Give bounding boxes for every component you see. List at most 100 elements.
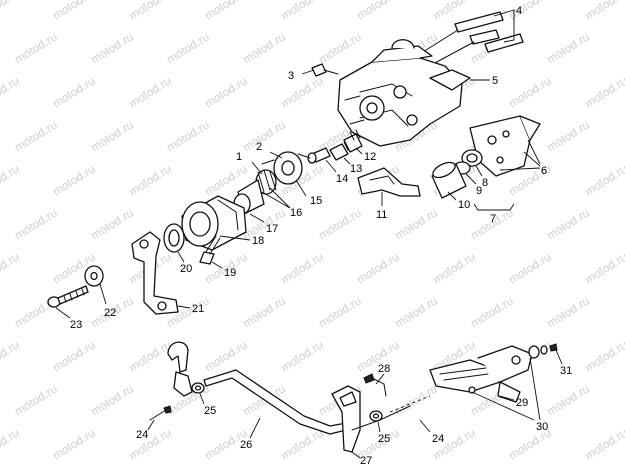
watermark-text: motod.ru xyxy=(468,294,516,331)
watermark-text: motod.ru xyxy=(316,206,364,243)
watermark-text: motod.ru xyxy=(88,118,136,155)
watermark-text: motod.ru xyxy=(392,294,440,331)
callout-8: 8 xyxy=(482,177,488,189)
watermark-text: motod.ru xyxy=(278,250,326,287)
watermark-text: motod.ru xyxy=(126,0,174,23)
watermark-text: motod.ru xyxy=(202,74,250,111)
callout-6: 6 xyxy=(541,165,547,177)
part-arm-bracket xyxy=(131,231,179,315)
callout-29: 29 xyxy=(516,397,528,409)
callout-14: 14 xyxy=(336,173,348,185)
part-slotted-lever xyxy=(357,167,421,197)
watermark-text: motod.ru xyxy=(240,118,288,155)
callout-20: 20 xyxy=(180,263,192,275)
watermark-text: motod.ru xyxy=(544,30,592,67)
callout-21: 21 xyxy=(192,303,204,315)
watermark-text: motod.ru xyxy=(0,426,22,463)
watermark-text: motod.ru xyxy=(544,294,592,331)
watermark-text: motod.ru xyxy=(12,30,60,67)
watermark-text: motod.ru xyxy=(544,206,592,243)
callout-12: 12 xyxy=(364,151,376,163)
callout-10: 10 xyxy=(458,199,470,211)
watermark-text: motod.ru xyxy=(0,338,22,375)
watermark-text: motod.ru xyxy=(12,206,60,243)
watermark-text: motod.ru xyxy=(0,162,22,199)
watermark-text: motod.ru xyxy=(278,426,326,463)
watermark-text: motod.ru xyxy=(202,338,250,375)
watermark-text: motod.ru xyxy=(50,162,98,199)
callout-28: 28 xyxy=(378,363,390,375)
watermark-text: motod.ru xyxy=(202,0,250,23)
callout-9: 9 xyxy=(476,185,482,197)
part-pin-left xyxy=(149,405,172,421)
callout-2: 2 xyxy=(256,141,262,153)
part-bracket-plate xyxy=(469,115,541,177)
watermark-text: motod.ru xyxy=(126,162,174,199)
callout-25-left: 25 xyxy=(204,405,216,417)
part-nut-left xyxy=(191,382,205,394)
watermark-text: motod.ru xyxy=(582,426,625,463)
part-pin-right xyxy=(528,343,558,359)
watermark-text: motod.ru xyxy=(0,250,22,287)
watermark-text: motod.ru xyxy=(240,30,288,67)
watermark-text: motod.ru xyxy=(278,74,326,111)
watermark-text: motod.ru xyxy=(582,250,625,287)
watermark-text: motod.ru xyxy=(88,206,136,243)
callout-labels: 1 2 3 4 5 6 7 8 9 10 11 12 13 14 15 16 1… xyxy=(70,5,572,467)
watermark-text: motod.ru xyxy=(88,30,136,67)
watermark-text: motod.ru xyxy=(164,30,212,67)
part-small-screw xyxy=(311,63,339,77)
watermark-text: motod.ru xyxy=(316,294,364,331)
watermark-text: motod.ru xyxy=(392,206,440,243)
part-large-drum xyxy=(181,195,247,251)
watermark-text: motod.ru xyxy=(430,0,478,23)
watermark-text: motod.ru xyxy=(278,0,326,23)
watermark-text: motod.ru xyxy=(12,382,60,419)
callout-25-right: 25 xyxy=(378,433,390,445)
part-washer-ring xyxy=(163,223,185,253)
watermark-text: motod.ru xyxy=(240,294,288,331)
watermark-text: motod.ru xyxy=(582,162,625,199)
watermark-text: motod.ru xyxy=(506,250,554,287)
part-small-bolt xyxy=(363,373,387,397)
callout-27: 27 xyxy=(360,455,372,467)
callout-22: 22 xyxy=(104,307,116,319)
callout-24-right: 24 xyxy=(432,433,444,445)
watermark-text: motod.ru xyxy=(164,118,212,155)
watermark-text: motod.ru xyxy=(126,74,174,111)
part-washer xyxy=(84,265,104,287)
watermark-text: motod.ru xyxy=(126,338,174,375)
watermark-text: motod.ru xyxy=(354,250,402,287)
callout-31: 31 xyxy=(560,365,572,377)
callout-18: 18 xyxy=(252,235,264,247)
callout-5: 5 xyxy=(492,75,498,87)
watermark-text: motod.ru xyxy=(582,0,625,23)
watermark-text: motod.ru xyxy=(50,74,98,111)
watermark-text: motod.ru xyxy=(506,0,554,23)
callout-15: 15 xyxy=(310,195,322,207)
callout-1: 1 xyxy=(236,151,242,163)
callout-3: 3 xyxy=(288,70,294,82)
part-main-housing xyxy=(337,39,471,147)
watermark-text: motod.ru xyxy=(316,30,364,67)
callout-13: 13 xyxy=(350,163,362,175)
watermark-text: motod.ru xyxy=(278,338,326,375)
callout-11: 11 xyxy=(376,209,387,221)
callout-19: 19 xyxy=(224,267,236,279)
watermark-text: motod.ru xyxy=(0,74,22,111)
watermark-text: motod.ru xyxy=(126,426,174,463)
watermark-text: motod.ru xyxy=(582,338,625,375)
watermark-text: motod.ru xyxy=(582,74,625,111)
part-flange-cap xyxy=(261,151,311,185)
callout-17: 17 xyxy=(266,223,278,235)
watermark-text: motod.ru xyxy=(0,0,22,23)
watermark-text: motod.ru xyxy=(354,0,402,23)
callout-23: 23 xyxy=(70,319,82,331)
watermark-text: motod.ru xyxy=(430,250,478,287)
part-pins-and-spring xyxy=(307,129,363,164)
callout-24-left: 24 xyxy=(136,429,148,441)
watermark-text: motod.ru xyxy=(50,338,98,375)
watermark-text: motod.ru xyxy=(50,0,98,23)
callout-16: 16 xyxy=(290,207,302,219)
